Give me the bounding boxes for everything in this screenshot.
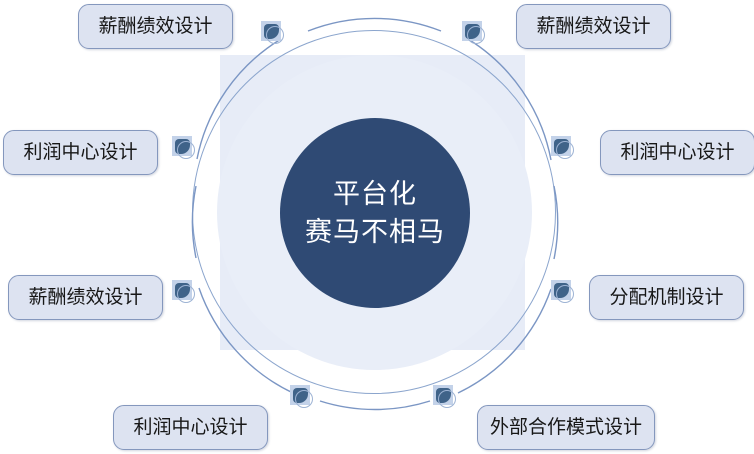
marker-halo-arc (556, 285, 574, 303)
node-marker-bottom-right[interactable] (433, 385, 459, 411)
node-marker-top-right[interactable] (462, 21, 488, 47)
label-right-upper[interactable]: 利润中心设计 (600, 130, 754, 175)
center-title-line-1: 平台化 (333, 178, 417, 209)
node-marker-top-left[interactable] (261, 21, 287, 47)
center-circle: 平台化 赛马不相马 (280, 118, 470, 308)
marker-halo-arc (266, 26, 284, 44)
label-top-right[interactable]: 薪酬绩效设计 (516, 4, 671, 49)
marker-halo-arc (295, 390, 313, 408)
marker-halo-arc (177, 141, 195, 159)
label-bottom-left[interactable]: 利润中心设计 (113, 405, 268, 450)
label-bottom-right[interactable]: 外部合作模式设计 (477, 405, 655, 450)
label-top-left[interactable]: 薪酬绩效设计 (78, 4, 233, 49)
node-marker-right-lower[interactable] (551, 280, 577, 306)
node-marker-right-upper[interactable] (551, 136, 577, 162)
center-title-line-2: 赛马不相马 (305, 217, 445, 247)
label-left-upper[interactable]: 利润中心设计 (3, 130, 158, 175)
marker-halo-arc (467, 26, 485, 44)
node-marker-left-upper[interactable] (172, 136, 198, 162)
label-right-lower[interactable]: 分配机制设计 (589, 275, 744, 320)
marker-halo-arc (556, 141, 574, 159)
node-marker-bottom-left[interactable] (290, 385, 316, 411)
node-marker-left-lower[interactable] (172, 280, 198, 306)
marker-halo-arc (438, 390, 456, 408)
label-left-lower[interactable]: 薪酬绩效设计 (8, 275, 163, 320)
marker-halo-arc (177, 285, 195, 303)
